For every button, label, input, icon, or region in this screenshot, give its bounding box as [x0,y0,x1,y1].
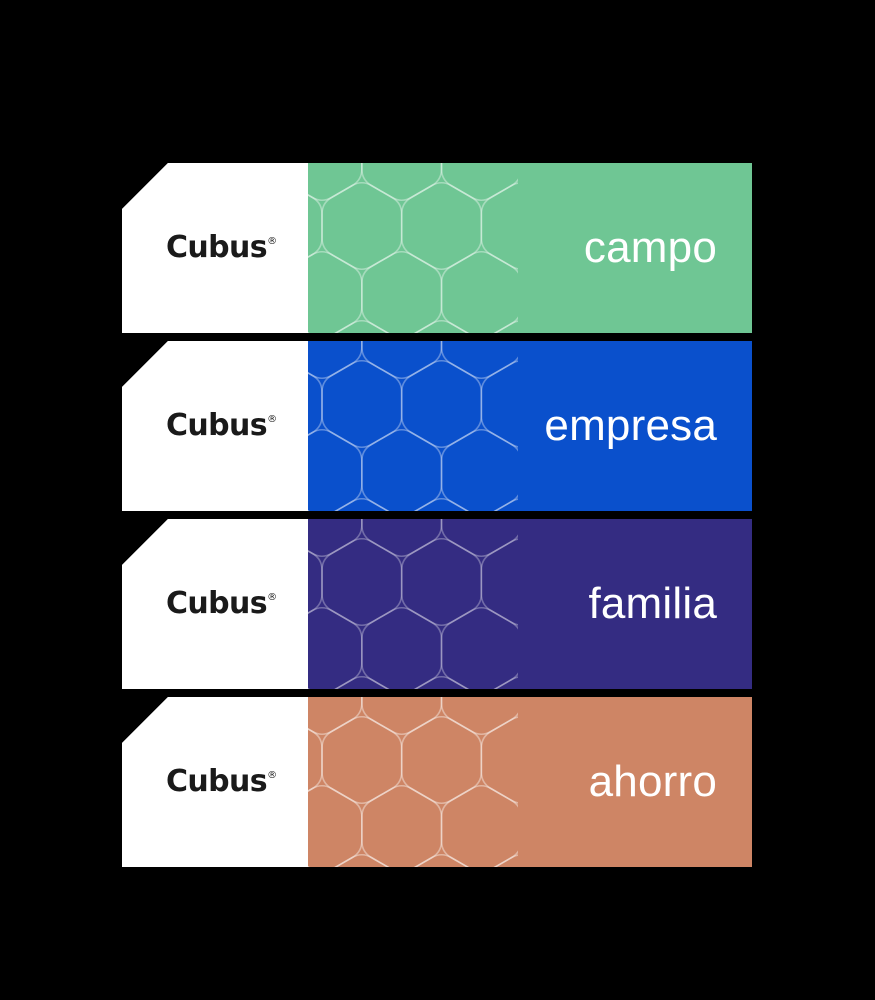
logo-plate: Cubus® [122,163,308,333]
accent-color-field [308,519,752,689]
category-label-ahorro: ahorro [588,757,717,806]
cubus-wordmark: Cubus® [166,767,277,797]
category-label-familia: familia [588,579,717,628]
category-label-campo: campo [583,223,717,272]
category-label-empresa: empresa [544,401,717,450]
registered-trademark-icon: ® [267,770,278,781]
registered-trademark-icon: ® [267,236,278,247]
brand-banner-empresa[interactable]: Cubus® empresa [122,341,752,511]
registered-trademark-icon: ® [267,414,278,425]
wordmark-text: Cubus [166,408,268,443]
brand-banner-familia[interactable]: Cubus® familia [122,519,752,689]
banner-stack: Cubus® campo Cubus® empresa [122,163,752,867]
logo-plate: Cubus® [122,341,308,511]
cubus-wordmark: Cubus® [166,233,277,263]
wordmark-text: Cubus [166,586,268,621]
cubus-wordmark: Cubus® [166,411,277,441]
accent-color-field [308,341,752,511]
logo-plate: Cubus® [122,519,308,689]
cubus-wordmark: Cubus® [166,589,277,619]
accent-color-field [308,697,752,867]
wordmark-text: Cubus [166,230,268,265]
brand-banner-ahorro[interactable]: Cubus® ahorro [122,697,752,867]
accent-color-field [308,163,752,333]
wordmark-text: Cubus [166,764,268,799]
brand-banner-campo[interactable]: Cubus® campo [122,163,752,333]
logo-plate: Cubus® [122,697,308,867]
registered-trademark-icon: ® [267,592,278,603]
